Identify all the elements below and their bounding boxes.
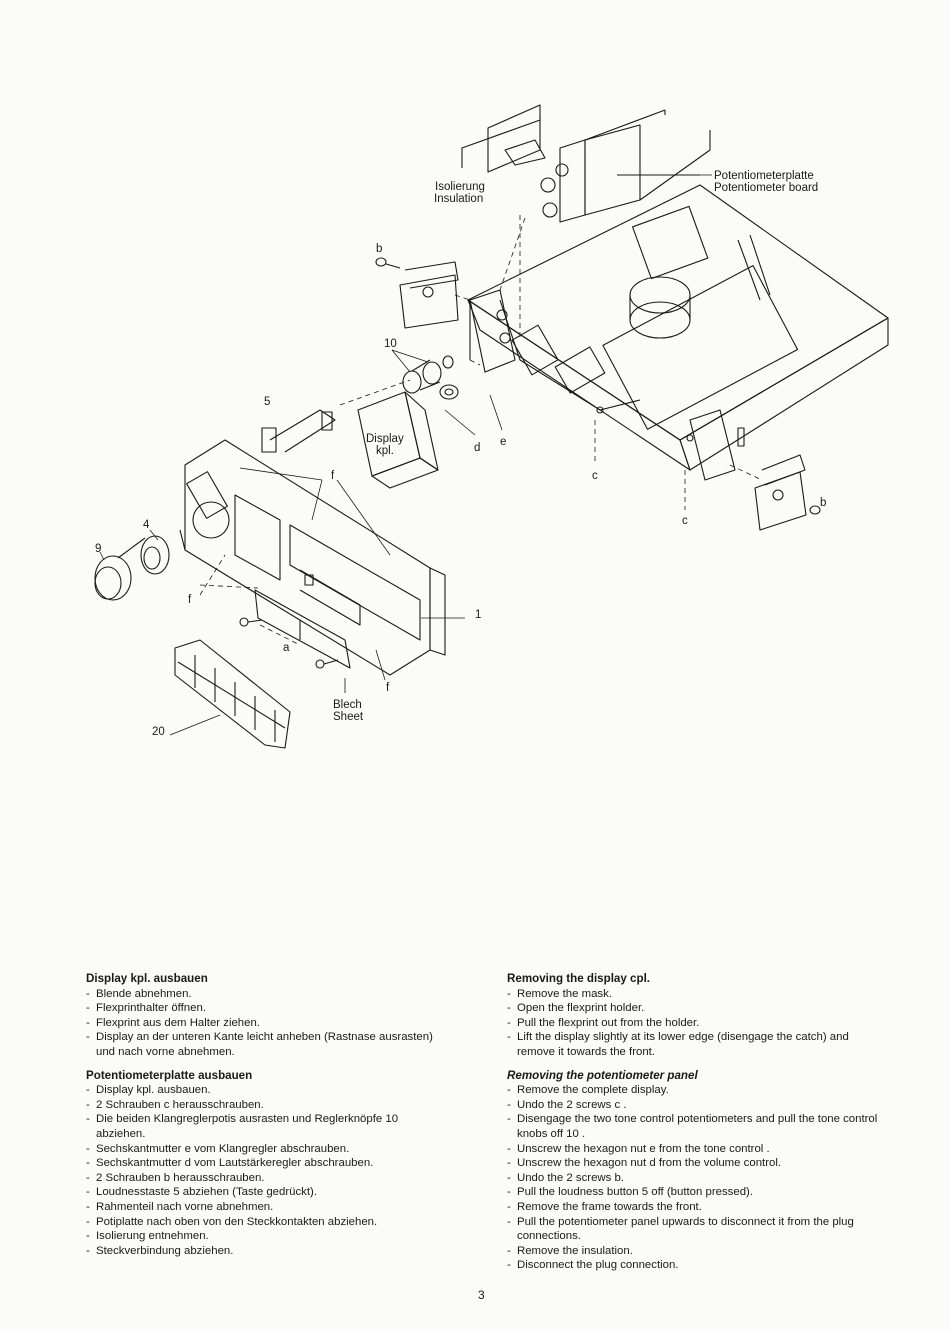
list-item: Undo the 2 screws b. xyxy=(507,1171,887,1186)
label-b-upper: b xyxy=(376,243,382,255)
list-item: Display kpl. ausbauen. xyxy=(86,1083,446,1098)
label-e: e xyxy=(500,436,506,448)
mask-grille xyxy=(174,639,291,749)
list-item: Isolierung entnehmen. xyxy=(86,1229,446,1244)
label-5: 5 xyxy=(264,396,270,408)
bracket-lower xyxy=(754,454,821,531)
insulation-sheet xyxy=(461,104,546,173)
chassis xyxy=(467,184,889,481)
step-list: Blende abnehmen. Flexprinthalter öffnen.… xyxy=(86,987,446,1060)
list-item: Display an der unteren Kante leicht anhe… xyxy=(86,1030,446,1059)
label-blech: Blech xyxy=(333,699,362,711)
label-f-top: f xyxy=(331,470,335,482)
label-f-left: f xyxy=(188,594,192,606)
list-item: Undo the 2 screws c . xyxy=(507,1098,887,1113)
list-item: Pull the potentiometer panel upwards to … xyxy=(507,1215,887,1244)
section-heading: Removing the potentiometer panel xyxy=(507,1068,698,1082)
german-instructions: Display kpl. ausbauen Blende abnehmen. F… xyxy=(86,972,446,1267)
label-d: d xyxy=(474,442,480,454)
list-item: Pull the loudness button 5 off (button p… xyxy=(507,1185,887,1200)
list-item: Blende abnehmen. xyxy=(86,987,446,1002)
label-a: a xyxy=(283,642,290,654)
section-heading: Display kpl. ausbauen xyxy=(86,972,208,985)
step-list: Remove the mask. Open the flexprint hold… xyxy=(507,987,887,1060)
front-frame xyxy=(179,439,446,676)
list-item: Sechskantmutter e vom Klangregler abschr… xyxy=(86,1142,446,1157)
label-kpl: kpl. xyxy=(376,445,394,457)
label-display: Display xyxy=(366,433,404,445)
list-item: Pull the flexprint out from the holder. xyxy=(507,1016,887,1031)
label-9: 9 xyxy=(95,543,101,555)
list-item: Rahmenteil nach vorne abnehmen. xyxy=(86,1200,446,1215)
list-item: Loudnesstaste 5 abziehen (Taste gedrückt… xyxy=(86,1185,446,1200)
list-item: Remove the complete display. xyxy=(507,1083,887,1098)
label-pot-board-de: Potentiometerplatte xyxy=(714,170,814,182)
list-item: Disconnect the plug connection. xyxy=(507,1258,887,1273)
list-item: Die beiden Klangreglerpotis ausrasten un… xyxy=(86,1112,446,1141)
list-item: Disengage the two tone control potentiom… xyxy=(507,1112,887,1141)
list-item: Steckverbindung abziehen. xyxy=(86,1244,446,1259)
label-f-bottom: f xyxy=(386,682,390,694)
step-list: Display kpl. ausbauen. 2 Schrauben c her… xyxy=(86,1083,446,1258)
bracket-upper xyxy=(375,257,459,329)
list-item: Lift the display slightly at its lower e… xyxy=(507,1030,887,1059)
knob-assembly xyxy=(94,535,170,601)
label-pot-board-en: Potentiometer board xyxy=(714,182,818,194)
label-b-lower: b xyxy=(820,497,826,509)
label-isolierung: Isolierung xyxy=(435,181,485,193)
dashed-lines xyxy=(199,215,763,646)
loudness-button xyxy=(261,409,336,453)
label-1: 1 xyxy=(475,609,481,621)
list-item: Unscrew the hexagon nut e from the tone … xyxy=(507,1142,887,1157)
list-item: Unscrew the hexagon nut d from the volum… xyxy=(507,1156,887,1171)
list-item: Potiplatte nach oben von den Steckkontak… xyxy=(86,1215,446,1230)
section-heading: Potentiometerplatte ausbauen xyxy=(86,1068,253,1082)
list-item: 2 Schrauben b herausschrauben. xyxy=(86,1171,446,1186)
list-item: Remove the insulation. xyxy=(507,1244,887,1259)
list-item: Open the flexprint holder. xyxy=(507,1001,887,1016)
label-insulation: Insulation xyxy=(434,193,483,205)
list-item: Flexprint aus dem Halter ziehen. xyxy=(86,1016,446,1031)
label-10: 10 xyxy=(384,338,397,350)
list-item: 2 Schrauben c herausschrauben. xyxy=(86,1098,446,1113)
potentiometer-board xyxy=(540,109,711,223)
step-list: Remove the complete display. Undo the 2 … xyxy=(507,1083,887,1273)
sheet-plate xyxy=(239,589,351,669)
list-item: Remove the mask. xyxy=(507,987,887,1002)
label-c-left: c xyxy=(592,470,598,482)
english-instructions: Removing the display cpl. Remove the mas… xyxy=(507,972,887,1282)
section-heading: Removing the display cpl. xyxy=(507,972,651,985)
label-4: 4 xyxy=(143,519,150,531)
list-item: Sechskantmutter d vom Lautstärkeregler a… xyxy=(86,1156,446,1171)
label-sheet: Sheet xyxy=(333,711,364,723)
label-c-right: c xyxy=(682,515,688,527)
page-number: 3 xyxy=(478,1288,485,1302)
label-20: 20 xyxy=(152,726,165,738)
list-item: Remove the frame towards the front. xyxy=(507,1200,887,1215)
leader-lines xyxy=(99,174,712,736)
list-item: Flexprinthalter öffnen. xyxy=(86,1001,446,1016)
tone-knobs xyxy=(402,355,459,400)
exploded-view-diagram: Isolierung Insulation Potentiometerplatt… xyxy=(94,104,889,749)
display-module xyxy=(357,391,439,489)
